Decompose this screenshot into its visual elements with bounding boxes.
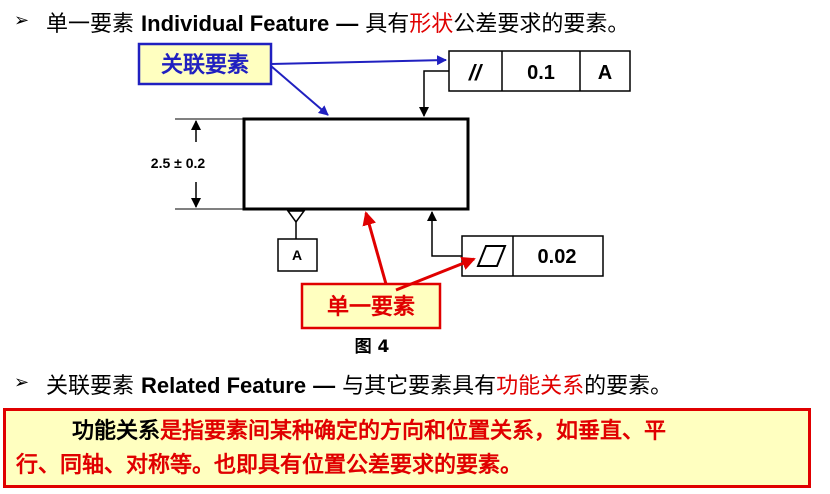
parallelism-datum: A bbox=[598, 62, 612, 84]
flatness-symbol-icon bbox=[476, 245, 507, 267]
part-rectangle bbox=[242, 117, 470, 211]
note-line1: 是指要素间某种确定的方向和位置关系，如垂直、平 bbox=[160, 419, 667, 444]
parallelism-frame: // 0.1 A bbox=[448, 50, 631, 92]
dash: — bbox=[313, 373, 336, 398]
heading-related-feature: 关联要素 Related Feature — 与其它要素具有功能关系的要素。 bbox=[46, 368, 672, 400]
desc-highlight: 功能关系 bbox=[496, 374, 585, 399]
desc-after: 公差要求的要素。 bbox=[453, 12, 630, 37]
note-term: 功能关系 bbox=[72, 419, 161, 444]
individual-label: 单一要素 bbox=[327, 294, 415, 320]
flatness-tolerance: 0.02 bbox=[538, 246, 577, 268]
term-cn: 单一要素 bbox=[46, 12, 135, 37]
related-arrow-to-frame bbox=[270, 55, 447, 66]
flatness-leader bbox=[427, 211, 462, 257]
flatness-frame: 0.02 bbox=[461, 235, 604, 277]
related-arrow-to-part bbox=[270, 65, 329, 116]
datum-triangle-icon bbox=[286, 210, 306, 224]
parallelism-leader bbox=[419, 70, 449, 117]
heading-individual-feature: 单一要素 Individual Feature — 具有形状公差要求的要素。 bbox=[46, 6, 629, 38]
datum-box bbox=[277, 238, 318, 272]
dimension-text: 2.5 ± 0.2 bbox=[151, 155, 206, 171]
dash: — bbox=[336, 11, 359, 36]
desc-before: 与其它要素具有 bbox=[342, 374, 497, 399]
desc-after: 的要素。 bbox=[584, 374, 673, 399]
bullet-arrow-icon: ➢ bbox=[14, 372, 30, 393]
individual-arrow-to-part bbox=[362, 211, 388, 285]
note-line2: 行、同轴、对称等。也即具有位置公差要求的要素。 bbox=[16, 453, 523, 478]
bullet-arrow-icon: ➢ bbox=[14, 10, 30, 31]
note-box: 功能关系是指要素间某种确定的方向和位置关系，如垂直、平 行、同轴、对称等。也即具… bbox=[3, 408, 811, 488]
term-en: Related Feature bbox=[141, 373, 307, 398]
tolerance-diagram: 2.5 ± 0.2 A // 0.1 A 0.02 关联要素 单一要素 图 4 bbox=[137, 42, 631, 357]
individual-label-box bbox=[300, 282, 442, 330]
datum-letter: A bbox=[292, 247, 302, 263]
desc-highlight: 形状 bbox=[409, 12, 454, 37]
term-cn: 关联要素 bbox=[46, 374, 135, 399]
figure-caption: 图 4 bbox=[355, 337, 390, 357]
individual-arrow-to-frame bbox=[395, 256, 476, 292]
term-en: Individual Feature bbox=[141, 11, 330, 36]
desc-before: 具有 bbox=[365, 12, 410, 37]
parallelism-symbol-icon: // bbox=[468, 60, 484, 85]
related-label: 关联要素 bbox=[161, 52, 249, 78]
parallelism-tolerance: 0.1 bbox=[527, 62, 555, 84]
